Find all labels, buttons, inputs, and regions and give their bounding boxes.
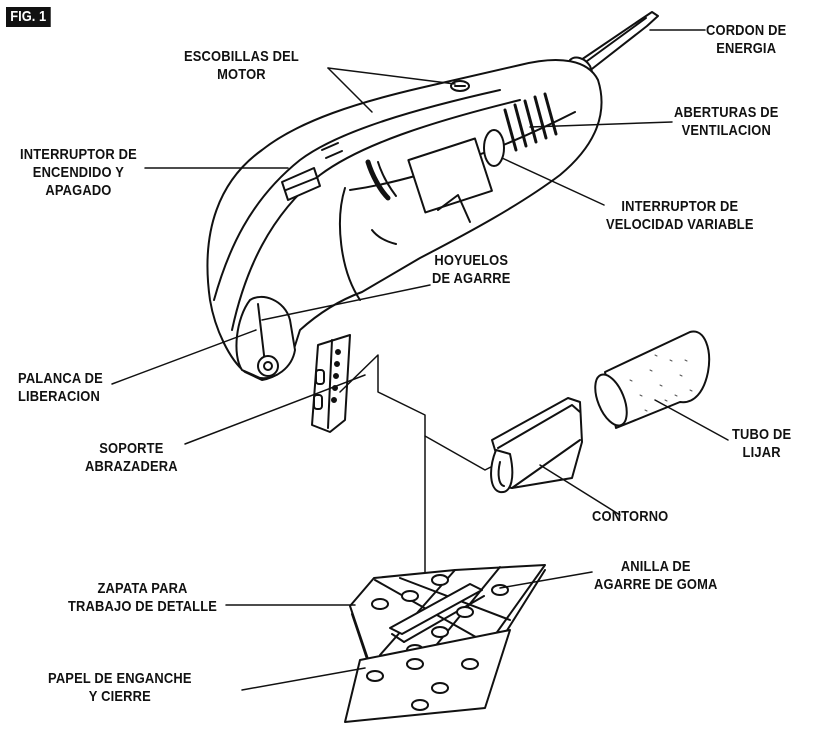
leader-lines [112,30,728,690]
label-contour: CONTORNO [592,508,669,525]
hook-loop-paper [345,630,510,722]
figure-tag: FIG. 1 [6,7,51,27]
detail-pad [350,565,545,674]
clamp-bracket [312,335,350,432]
vent-slots [368,94,556,244]
contour-attachment [491,398,582,492]
sander-body [207,60,601,380]
sanding-tube [589,332,709,430]
